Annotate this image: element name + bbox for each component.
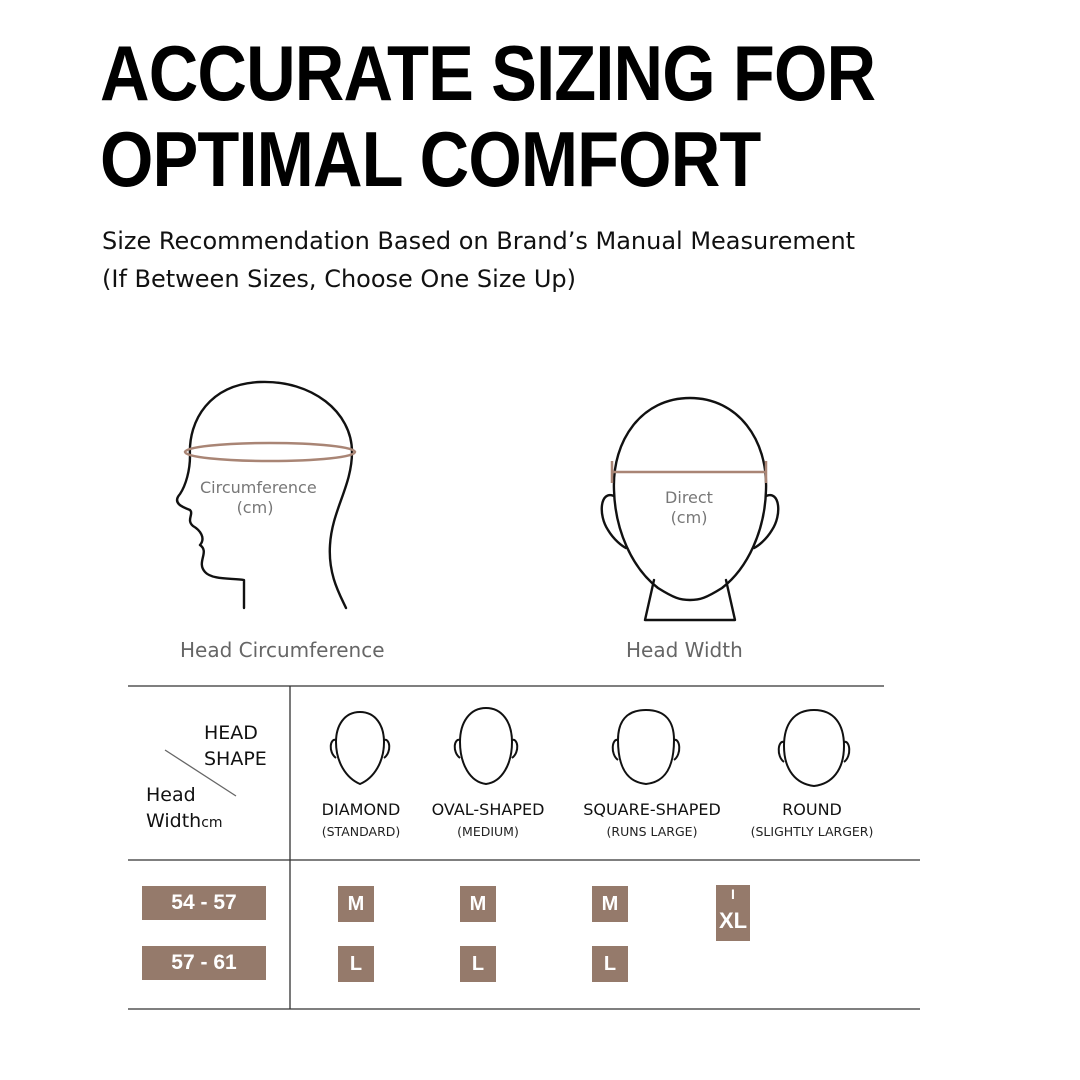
shape-name-diamond: DIAMOND — [321, 800, 401, 819]
size-chip-square-row1: M — [592, 886, 628, 922]
shape-name-square: SQUARE-SHAPED — [583, 800, 721, 819]
size-chip-round: I XL — [716, 885, 750, 941]
corner-head-width-line-1: Head — [146, 784, 196, 806]
circumference-label-line-2: (cm) — [236, 498, 274, 517]
caption-head-circumference: Head Circumference — [180, 638, 385, 662]
range-chip-57-61: 57 - 61 — [142, 946, 266, 980]
shape-note-round: (SLIGHTLY LARGER) — [750, 824, 874, 839]
oval-head-icon — [453, 707, 519, 785]
corner-head-shape: HEAD SHAPE — [204, 720, 267, 772]
corner-head-shape-line-1: HEAD — [204, 722, 258, 744]
width-measure-line — [610, 461, 768, 483]
shape-name-oval: OVAL-SHAPED — [431, 800, 545, 819]
direct-label-line-1: Direct — [665, 488, 713, 507]
corner-head-width-line-2: Widthcm — [146, 808, 223, 836]
title-line-2: OPTIMAL COMFORT — [100, 115, 761, 203]
size-chip-diamond-row2: L — [338, 946, 374, 982]
corner-head-width: Head Widthcm — [146, 782, 223, 836]
round-head-icon — [777, 709, 851, 787]
table-lines — [128, 685, 920, 1010]
subtitle-line-2: (If Between Sizes, Choose One Size Up) — [102, 265, 576, 293]
subtitle-line-1: Size Recommendation Based on Brand’s Man… — [102, 227, 856, 255]
direct-label-line-2: (cm) — [670, 508, 708, 527]
direct-label: Direct (cm) — [639, 488, 739, 528]
diamond-head-icon — [329, 711, 391, 785]
shape-name-round: ROUND — [782, 800, 842, 819]
corner-width-word: Width — [146, 810, 202, 832]
square-head-icon — [611, 709, 681, 785]
title-line-1: ACCURATE SIZING FOR — [100, 29, 876, 117]
shape-note-diamond: (STANDARD) — [321, 824, 401, 839]
range-chip-54-57: 54 - 57 — [142, 886, 266, 920]
size-chip-diamond-row1: M — [338, 886, 374, 922]
corner-head-shape-line-2: SHAPE — [204, 748, 267, 770]
page-title: ACCURATE SIZING FOR OPTIMAL COMFORT — [100, 30, 892, 202]
size-chip-round-bottom: XL — [718, 908, 748, 933]
head-profile-illustration — [175, 380, 354, 610]
subtitle: Size Recommendation Based on Brand’s Man… — [102, 222, 855, 298]
shape-note-oval: (MEDIUM) — [457, 824, 519, 839]
caption-head-width: Head Width — [626, 638, 743, 662]
circumference-label: Circumference (cm) — [200, 478, 317, 518]
size-chip-round-top: I — [731, 886, 735, 902]
corner-unit: cm — [201, 815, 223, 831]
circumference-label-line-1: Circumference — [200, 478, 317, 497]
circumference-measure-line — [183, 441, 357, 463]
size-chip-square-row2: L — [592, 946, 628, 982]
shape-note-square: (RUNS LARGE) — [606, 824, 698, 839]
size-chip-oval-row1: M — [460, 886, 496, 922]
size-chip-oval-row2: L — [460, 946, 496, 982]
